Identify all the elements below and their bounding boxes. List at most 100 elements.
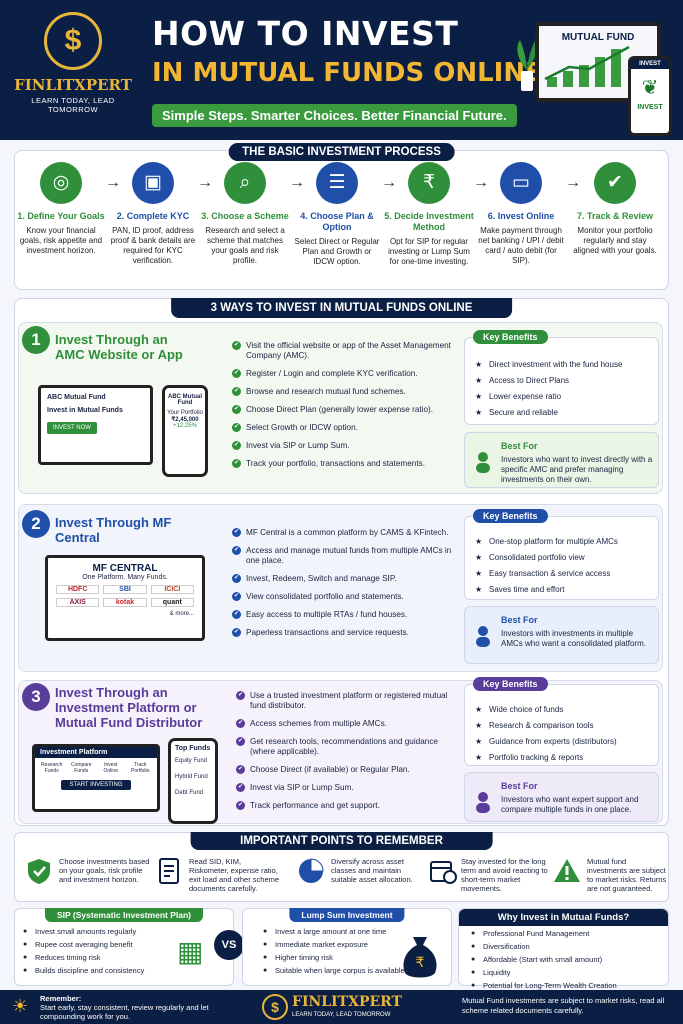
benefits-title: Key Benefits xyxy=(473,677,548,691)
tile-invest[interactable]: Invest Online xyxy=(103,762,118,774)
calendar-clock-icon xyxy=(430,861,457,884)
way2-bestfor: Best For Investors with investments in m… xyxy=(464,606,659,664)
phone-illustration: INVEST ❦ INVEST xyxy=(628,56,672,136)
bullet: Register / Login and complete KYC verifi… xyxy=(232,369,452,379)
fund-logo: AXIS xyxy=(56,598,100,607)
brand-name: FINLITXPERT xyxy=(14,76,132,94)
footer-tagline: LEARN TODAY, LEAD TOMORROW xyxy=(292,1012,391,1018)
fund-logo: kotak xyxy=(103,598,147,607)
way-number: 1 xyxy=(22,326,50,354)
svg-text:₹: ₹ xyxy=(416,955,425,971)
bestfor-text: Investors who want to invest directly wi… xyxy=(501,455,653,484)
points-heading: IMPORTANT POINTS TO REMEMBER xyxy=(190,832,493,850)
sip-list: Invest small amounts regularly Rupee cos… xyxy=(23,927,144,979)
laptop-label: MUTUAL FUND xyxy=(561,32,635,43)
lumpsum-item: Immediate market exposure xyxy=(263,940,405,949)
shield-check-icon xyxy=(28,859,50,884)
lumpsum-item: Suitable when large corpus is available xyxy=(263,966,405,975)
bestfor-title: Best For xyxy=(501,441,538,451)
why-item: Diversification xyxy=(471,942,617,951)
fund-logo: SBI xyxy=(103,585,147,594)
bullet: Easy access to multiple RTAs / fund hous… xyxy=(232,610,452,620)
step-title: 4. Choose Plan & Option xyxy=(300,211,374,232)
pie-chart-icon xyxy=(299,858,324,883)
remember-title: Remember: xyxy=(40,994,82,1003)
header-banner: $ FINLITXPERT LEARN TODAY, LEAD TOMORROW… xyxy=(0,0,683,140)
mock-sub: One Platform. Many Funds. xyxy=(82,574,168,581)
benefits-title: Key Benefits xyxy=(473,509,548,523)
why-item: Affordable (Start with small amount) xyxy=(471,955,617,964)
bullet: Paperless transactions and service reque… xyxy=(232,628,452,638)
bullet: View consolidated portfolio and statemen… xyxy=(232,592,452,602)
benefits-list: One-stop platform for multiple AMCs Cons… xyxy=(475,537,618,601)
plant-icon xyxy=(517,39,538,91)
way1-benefits: Key Benefits Direct investment with the … xyxy=(464,330,659,425)
phone-top-label: INVEST xyxy=(631,59,669,69)
dollar-cap-icon: $ xyxy=(44,12,102,70)
bestfor-text: Investors who want expert support and co… xyxy=(501,795,639,814)
why-title: Why Invest in Mutual Funds? xyxy=(459,909,668,926)
mfcentral-mock: MF CENTRAL One Platform. Many Funds. HDF… xyxy=(45,555,205,641)
bullet: Use a trusted investment platform or reg… xyxy=(236,691,451,711)
way-title: Invest Through an AMC Website or App xyxy=(55,332,183,362)
lumpsum-box: Lump Sum Investment Invest a large amoun… xyxy=(242,908,452,986)
bullet: Access and manage mutual funds from mult… xyxy=(232,546,452,566)
step-desc: PAN, ID proof, address proof & bank deta… xyxy=(110,226,196,265)
sip-item: Builds discipline and consistency xyxy=(23,966,144,975)
calendar-coins-icon: ▦ xyxy=(177,936,204,967)
fund-item: Debt Fund xyxy=(175,790,204,796)
way3-bestfor: Best For Investors who want expert suppo… xyxy=(464,772,659,822)
page-title: HOW TO INVEST xyxy=(152,14,459,53)
way-number: 3 xyxy=(22,683,50,711)
platform-phone-mock: Top Funds Equity Fund Hybrid Fund Debt F… xyxy=(168,738,218,824)
tile-compare[interactable]: Compare Funds xyxy=(70,762,92,774)
lumpsum-list: Invest a large amount at one time Immedi… xyxy=(263,927,405,979)
sip-item: Reduces timing risk xyxy=(23,953,144,962)
phone-sub: Your Portfolio xyxy=(167,410,203,416)
phone-change: +12.25% xyxy=(173,423,197,429)
way3-benefits: Key Benefits Wide choice of funds Resear… xyxy=(464,677,659,766)
benefits-title: Key Benefits xyxy=(473,330,548,344)
shield-check-icon: ✔ xyxy=(594,162,636,204)
bullet: Invest via SIP or Lump Sum. xyxy=(232,441,452,451)
sip-item: Rupee cost averaging benefit xyxy=(23,940,144,949)
mock-body: Invest in Mutual Funds xyxy=(47,407,123,414)
sip-item: Invest small amounts regularly xyxy=(23,927,144,936)
invest-now-button[interactable]: INVEST NOW xyxy=(47,422,97,434)
phone-title: Top Funds xyxy=(175,745,211,752)
start-investing-button[interactable]: START INVESTING xyxy=(61,780,131,790)
way2-benefits: Key Benefits One-stop platform for multi… xyxy=(464,509,659,601)
bullet: Access schemes from multiple AMCs. xyxy=(236,719,451,729)
benefit: Wide choice of funds xyxy=(475,705,617,715)
tile-research[interactable]: Research Funds xyxy=(41,762,63,774)
benefit: Guidance from experts (distributors) xyxy=(475,737,617,747)
point-text: Mutual fund investments are subject to m… xyxy=(587,857,667,893)
benefit: Easy transaction & service access xyxy=(475,569,618,579)
bestfor-title: Best For xyxy=(501,781,538,791)
lumpsum-title: Lump Sum Investment xyxy=(289,908,405,922)
arrow-icon: → xyxy=(565,174,581,191)
why-item: Professional Fund Management xyxy=(471,929,617,938)
bullet: Choose Direct Plan (generally lower expe… xyxy=(232,405,452,415)
step-desc: Make payment through net banking / UPI /… xyxy=(478,226,564,265)
way2-bullets: MF Central is a common platform by CAMS … xyxy=(232,528,452,646)
warning-icon xyxy=(554,859,580,882)
bullet: Get research tools, recommendations and … xyxy=(236,737,451,757)
bullet: Track performance and get support. xyxy=(236,801,451,811)
lightbulb-icon: ☀ xyxy=(12,996,29,1016)
step-title: 7. Track & Review xyxy=(576,211,654,221)
bullet: Track your portfolio, transactions and s… xyxy=(232,459,452,469)
fund-logo: HDFC xyxy=(56,585,100,594)
tile-track[interactable]: Track Portfolio xyxy=(131,762,150,774)
card-check-icon: ▭ xyxy=(500,162,542,204)
point-text: Choose investments based on your goals, … xyxy=(59,857,150,884)
person-icon xyxy=(476,792,490,813)
person-icon xyxy=(476,626,490,647)
step-desc: Monitor your portfolio regularly and sta… xyxy=(573,226,657,255)
step-desc: Opt for SIP for regular investing or Lum… xyxy=(388,237,470,266)
ways-heading: 3 WAYS TO INVEST IN MUTUAL FUNDS ONLINE xyxy=(170,298,513,318)
